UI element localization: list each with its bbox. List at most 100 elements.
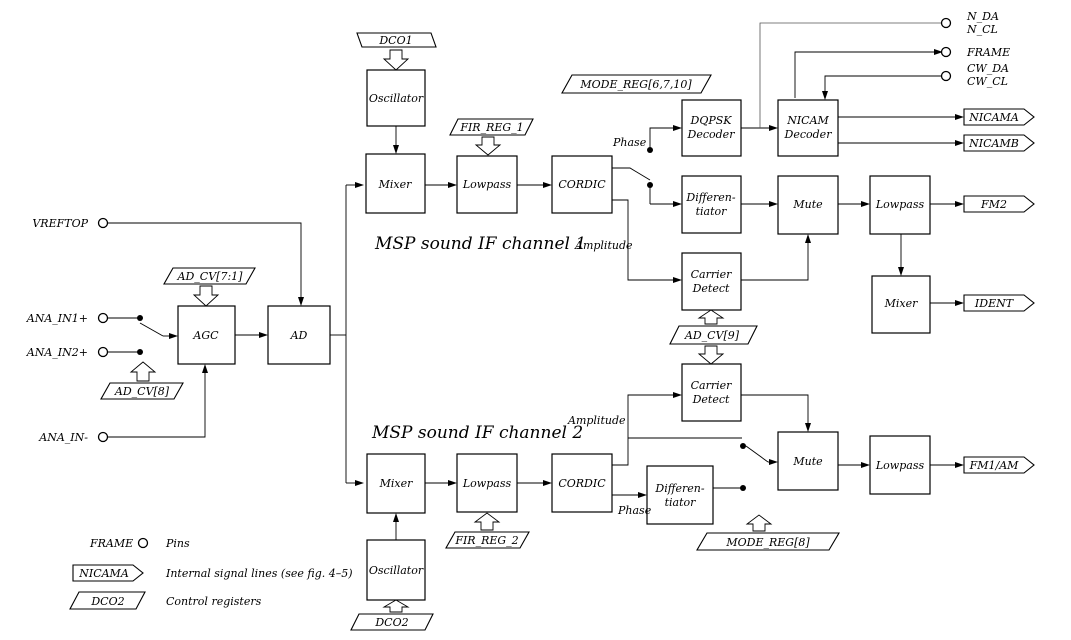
n-da-pin [940, 17, 952, 29]
mute-1-block [777, 175, 839, 235]
cordic-2-label: CORDIC [558, 477, 606, 490]
fir-reg-2-arrow [473, 512, 501, 531]
mixer-ident-block [871, 275, 931, 334]
ad-label: AD [290, 329, 308, 342]
legend-signal-symbol-text: NICAMA [78, 567, 129, 580]
amplitude-2-label: Amplitude [567, 414, 626, 427]
agc-label: AGC [192, 329, 219, 342]
frame-pin [940, 46, 952, 58]
legend-signal-symbol [72, 564, 144, 582]
input-pins: VREFTOP ANA_IN1+ ANA_IN2+ ANA_IN- [26, 217, 109, 444]
fir-reg-1-arrow [474, 136, 502, 156]
diff-1-label-line2: tiator [696, 205, 728, 218]
carrier-2-label-line2: Detect [692, 393, 730, 406]
oscillator-1-block [366, 69, 426, 127]
annotations: MSP sound IF channel 1 MSP sound IF chan… [371, 136, 652, 517]
ident-label: IDENT [974, 297, 1015, 310]
mute-2-label: Mute [792, 455, 823, 468]
dco1-arrow [382, 49, 410, 71]
dco2-arrow [382, 599, 410, 613]
diff-1-label-line1: Differen- [685, 191, 735, 204]
legend-pin-symbol-text: FRAME [89, 537, 133, 550]
differentiator-1-block [681, 175, 742, 234]
lowpass-2-block [456, 453, 518, 513]
ad-cv-8-register [100, 382, 184, 400]
ana-in1p-pin [97, 312, 109, 324]
nicam-label-line1: NICAM [786, 114, 829, 127]
legend-signal-text: Internal signal lines (see fig. 4–5) [165, 567, 353, 580]
lowpass-1-block [456, 155, 518, 214]
oscillator-1-label: Oscillator [369, 92, 424, 105]
phase-1-label: Phase [612, 136, 647, 149]
mute-1-label: Mute [792, 198, 823, 211]
cw-da-label: CW_DA [967, 62, 1009, 75]
lowpass-fm2-block [869, 175, 931, 235]
dqpsk-decoder-block [681, 99, 742, 157]
diff-2-label-line1: Differen- [654, 482, 704, 495]
oscillator-2-block [366, 539, 426, 601]
nicamb-label: NICAMB [968, 137, 1019, 150]
lowpass-fm2-label: Lowpass [875, 198, 925, 211]
fir-reg-1-register [449, 118, 534, 136]
mixer-2-block [366, 453, 426, 514]
dqpsk-label-line2: Decoder [687, 128, 736, 141]
mode-reg-top-register [561, 74, 712, 94]
ad-cv-8-arrow [129, 361, 157, 382]
mode-reg-8-arrow [745, 514, 773, 532]
legend-register-symbol [69, 591, 146, 610]
ad-cv-71-label: AD_CV[7:1] [177, 270, 244, 283]
ad-cv-8-label: AD_CV[8] [114, 385, 170, 398]
dqpsk-label-line1: DQPSK [690, 114, 733, 127]
lowpass-2-label: Lowpass [462, 477, 512, 490]
lowpass-fm1-label: Lowpass [875, 459, 925, 472]
mode-reg-top-label: MODE_REG[6,7,10] [579, 78, 692, 91]
carrier-detect-1-block [681, 252, 742, 311]
control-registers: DCO1 FIR_REG_1 MODE_REG[6,7,10] AD_CV[7:… [100, 32, 840, 631]
ad-cv-71-arrow [192, 285, 220, 307]
nicamb-signal [963, 134, 1035, 152]
ad-cv-9-label: AD_CV[9] [684, 329, 740, 342]
fir-reg-1-label: FIR_REG_1 [459, 121, 523, 134]
fm1am-label: FM1/AM [969, 459, 1020, 472]
carrier-2-label-line1: Carrier [691, 379, 733, 392]
ana-inm-label: ANA_IN- [38, 431, 88, 444]
dco1-label: DCO1 [378, 34, 412, 47]
dco2-label: DCO2 [374, 616, 408, 629]
carrier-1-label-line1: Carrier [691, 268, 733, 281]
dco1-register [356, 32, 437, 48]
dco2-register [350, 613, 434, 631]
mixer-1-block [365, 153, 426, 214]
blocks: AGC AD Oscillator Mixer Lowpass CORDIC D… [177, 69, 931, 601]
legend-register-text: Control registers [166, 595, 262, 608]
ad-cv-71-register [163, 267, 256, 285]
nicam-label-line2: Decoder [784, 128, 833, 141]
mute-2-block [777, 431, 839, 491]
legend-pin-text: Pins [165, 537, 190, 550]
channel-1-title: MSP sound IF channel 1 [374, 234, 586, 254]
frame-label: FRAME [966, 46, 1010, 59]
ana-in2p-label: ANA_IN2+ [26, 346, 88, 359]
ad-cv-9-arrow-down [697, 345, 725, 365]
agc-block [177, 305, 236, 365]
ana-in1p-label: ANA_IN1+ [26, 312, 88, 325]
vreftop-label: VREFTOP [32, 217, 88, 230]
legend: FRAME Pins NICAMA Internal signal lines … [69, 537, 353, 610]
mixer-2-label: Mixer [379, 477, 413, 490]
cw-cl-label: CW_CL [967, 75, 1008, 88]
n-da-label: N_DA [966, 10, 999, 23]
arrowheads [169, 49, 964, 522]
lowpass-1-label: Lowpass [462, 178, 512, 191]
diff-2-label-line2: tiator [665, 496, 697, 509]
lowpass-fm1-block [869, 435, 931, 495]
vreftop-pin [97, 217, 109, 229]
fir-reg-2-register [445, 531, 530, 549]
fm1am-signal [963, 456, 1035, 474]
signal-outputs: NICAMA NICAMB FM2 IDENT FM1/AM [963, 108, 1035, 474]
ad-cv-9-register [669, 325, 758, 345]
mode-reg-8-label: MODE_REG[8] [725, 536, 810, 549]
mixer-1-label: Mixer [378, 178, 412, 191]
ident-signal [963, 294, 1035, 312]
switch-contacts [137, 147, 746, 491]
carrier-1-label-line2: Detect [692, 282, 730, 295]
